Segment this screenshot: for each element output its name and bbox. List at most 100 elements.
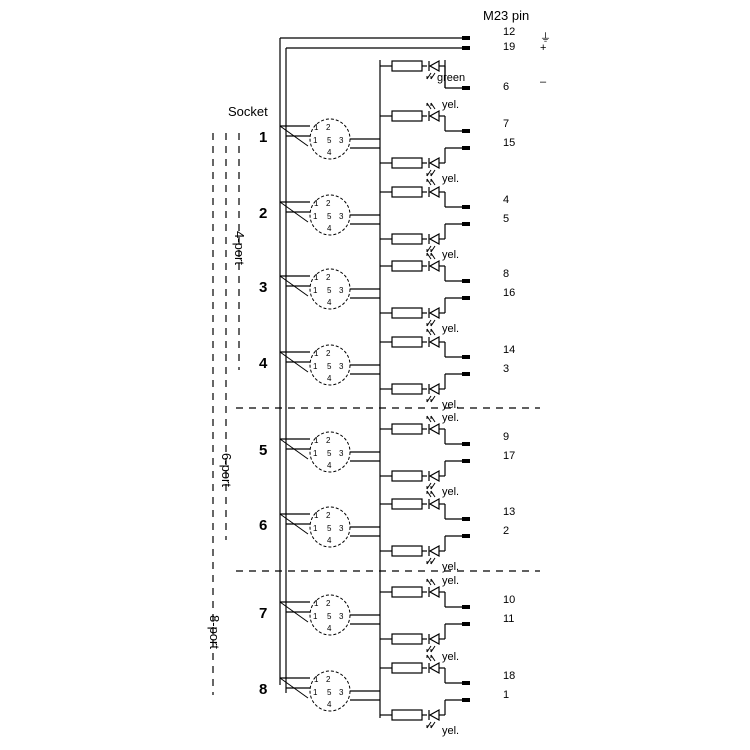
m12-connector-pin1: 1 <box>314 273 319 282</box>
upper-indicator-resistor <box>391 186 423 198</box>
m23-pin-number: 15 <box>503 137 515 149</box>
led-emission-arrow <box>430 415 436 423</box>
lower-indicator-led-icon <box>426 382 440 403</box>
led-emission-arrow <box>426 415 432 423</box>
m12-connector-pin3: 3 <box>339 212 344 221</box>
m23-pin-symbol: + <box>540 42 546 54</box>
m23-pin-number: 3 <box>503 363 509 375</box>
m12-connector-pin3: 3 <box>339 688 344 697</box>
green-led-icon <box>426 59 440 80</box>
led-emission-arrow <box>430 721 436 729</box>
led-triangle <box>428 259 440 273</box>
m23-pin-symbol: ⏚ <box>540 31 551 44</box>
m23-pin-number: 12 <box>503 26 515 38</box>
lower-indicator-resistor <box>391 709 423 721</box>
led-triangle <box>428 109 440 123</box>
m12-connector-pin5: 5 <box>327 524 332 533</box>
m12-connector-pin3: 3 <box>339 612 344 621</box>
led-triangle <box>428 632 440 646</box>
socket-wire-diagonal <box>279 351 309 373</box>
led-triangle <box>428 469 440 483</box>
lower-indicator-led-icon <box>426 469 440 490</box>
lower-indicator-led-icon <box>426 232 440 253</box>
lower-indicator-led-icon <box>426 708 440 729</box>
upper-indicator-resistor <box>391 662 423 674</box>
socket-number: 3 <box>259 279 267 296</box>
m23-pin-number: 19 <box>503 41 515 53</box>
m12-connector-pin2: 2 <box>326 273 331 282</box>
led-emission-arrow <box>426 645 432 653</box>
socket-number: 8 <box>259 681 267 698</box>
m12-connector-pin4: 4 <box>327 298 332 307</box>
lower-indicator-resistor <box>391 383 423 395</box>
led-triangle <box>428 59 440 73</box>
led-emission-arrow <box>426 169 432 177</box>
m23-pin-number: 18 <box>503 670 515 682</box>
m12-connector-pin1b: 1 <box>313 612 318 621</box>
upper-indicator-resistor <box>391 110 423 122</box>
m12-connector-pin3: 3 <box>339 449 344 458</box>
m23-pin-number: 2 <box>503 525 509 537</box>
m23-pin-number: 7 <box>503 118 509 130</box>
lower-indicator-led-icon <box>426 632 440 653</box>
m12-connector-pin3: 3 <box>339 286 344 295</box>
lower-indicator-resistor <box>391 157 423 169</box>
m12-connector-pin1b: 1 <box>313 362 318 371</box>
m12-connector-pin1: 1 <box>314 599 319 608</box>
lower-indicator-resistor <box>391 307 423 319</box>
led-emission-arrow <box>426 72 432 80</box>
m12-connector-pin5: 5 <box>327 449 332 458</box>
socket-wire-diagonal <box>279 438 309 460</box>
m12-connector-pin5: 5 <box>327 286 332 295</box>
m23-pin-number: 5 <box>503 213 509 225</box>
led-emission-arrow <box>426 328 432 336</box>
m12-connector-pin2: 2 <box>326 123 331 132</box>
led-emission-arrow <box>426 557 432 565</box>
led-emission-arrow <box>426 654 432 662</box>
m23-pin-symbol: – <box>540 76 547 88</box>
led-triangle <box>428 585 440 599</box>
m12-connector-pin4: 4 <box>327 461 332 470</box>
m12-connector-pin2: 2 <box>326 199 331 208</box>
led-emission-arrow <box>430 654 436 662</box>
led-triangle <box>428 661 440 675</box>
m23-pin-number: 1 <box>503 689 509 701</box>
m23-pin-number: 16 <box>503 287 515 299</box>
socket-wire-diagonal <box>279 275 309 297</box>
led-color-label: yel. <box>442 249 459 261</box>
led-color-label: yel. <box>442 412 459 424</box>
m12-connector-pin1: 1 <box>314 349 319 358</box>
led-emission-arrow <box>430 178 436 186</box>
socket-number: 5 <box>259 442 267 459</box>
m12-connector-pin4: 4 <box>327 374 332 383</box>
port-label-6: 6-port <box>219 453 234 487</box>
m12-connector-pin1b: 1 <box>313 136 318 145</box>
m23-pin-number: 10 <box>503 594 515 606</box>
m12-connector-pin4: 4 <box>327 224 332 233</box>
m23-pin-number: 17 <box>503 450 515 462</box>
m23-pin-number: 11 <box>503 613 514 625</box>
led-triangle <box>428 497 440 511</box>
m12-connector-pin2: 2 <box>326 675 331 684</box>
led-color-label: yel. <box>442 651 459 663</box>
led-color-label: yel. <box>442 575 459 587</box>
lower-indicator-resistor <box>391 233 423 245</box>
socket-wire-diagonal <box>279 125 309 147</box>
m23-pin-number: 6 <box>503 81 509 93</box>
lower-indicator-resistor <box>391 633 423 645</box>
m12-connector-pin1b: 1 <box>313 449 318 458</box>
m23-pin-number: 14 <box>503 344 515 356</box>
led-emission-arrow <box>430 578 436 586</box>
socket-header: Socket <box>228 104 268 119</box>
m12-connector-pin1: 1 <box>314 511 319 520</box>
m12-connector-pin4: 4 <box>327 624 332 633</box>
led-color-label: yel. <box>442 561 459 573</box>
led-triangle <box>428 335 440 349</box>
socket-wire-diagonal <box>279 601 309 623</box>
m12-connector-pin2: 2 <box>326 349 331 358</box>
lower-indicator-resistor <box>391 470 423 482</box>
m12-connector-pin4: 4 <box>327 536 332 545</box>
led-emission-arrow <box>426 245 432 253</box>
